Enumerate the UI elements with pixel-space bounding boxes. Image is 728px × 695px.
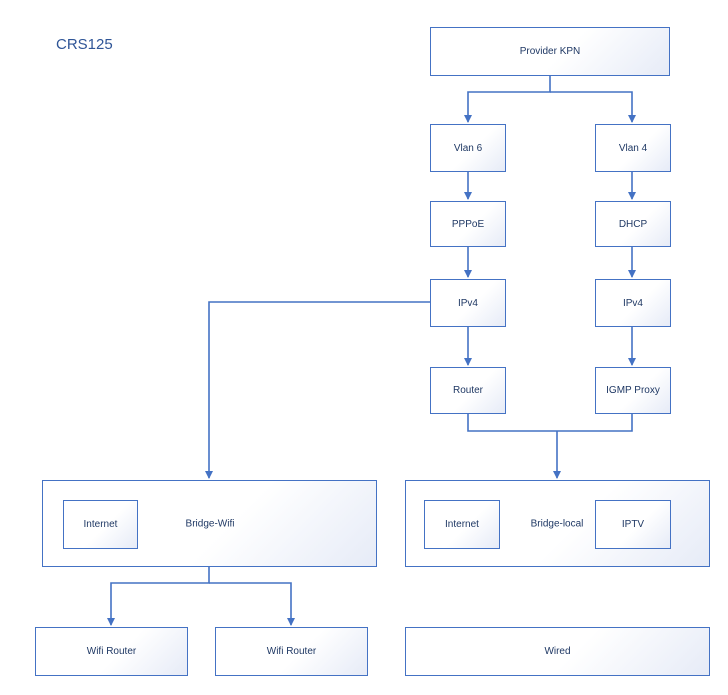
- bridge-local-label: Bridge-local: [530, 518, 584, 530]
- bridge-local-iptv-node: IPTV: [595, 500, 671, 549]
- pppoe-node: PPPoE: [430, 201, 506, 247]
- bridge-wifi-label: Bridge-Wifi: [185, 518, 235, 530]
- router-node: Router: [430, 367, 506, 414]
- ipv4-right-node: IPv4: [595, 279, 671, 327]
- ipv4-left-node: IPv4: [430, 279, 506, 327]
- connector-router-igmp-join: [467, 414, 633, 432]
- provider-kpn-node: Provider KPN: [430, 27, 670, 76]
- connector-provider-vlan6: [464, 76, 551, 123]
- diagram-title: CRS125: [56, 36, 113, 53]
- connector-bridge-wifi-router1: [107, 567, 210, 626]
- vlan4-node: Vlan 4: [595, 124, 671, 172]
- connector-ipv4-bridge-wifi: [205, 301, 430, 479]
- wired-node: Wired: [405, 627, 710, 676]
- igmp-proxy-node: IGMP Proxy: [595, 367, 671, 414]
- bridge-local-internet-node: Internet: [424, 500, 500, 549]
- wifi-router-1-node: Wifi Router: [35, 627, 188, 676]
- connector-bridge-wifi-router2: [209, 582, 295, 626]
- wifi-router-2-node: Wifi Router: [215, 627, 368, 676]
- dhcp-node: DHCP: [595, 201, 671, 247]
- connector-provider-vlan4: [550, 91, 636, 123]
- vlan6-node: Vlan 6: [430, 124, 506, 172]
- bridge-wifi-internet-node: Internet: [63, 500, 138, 549]
